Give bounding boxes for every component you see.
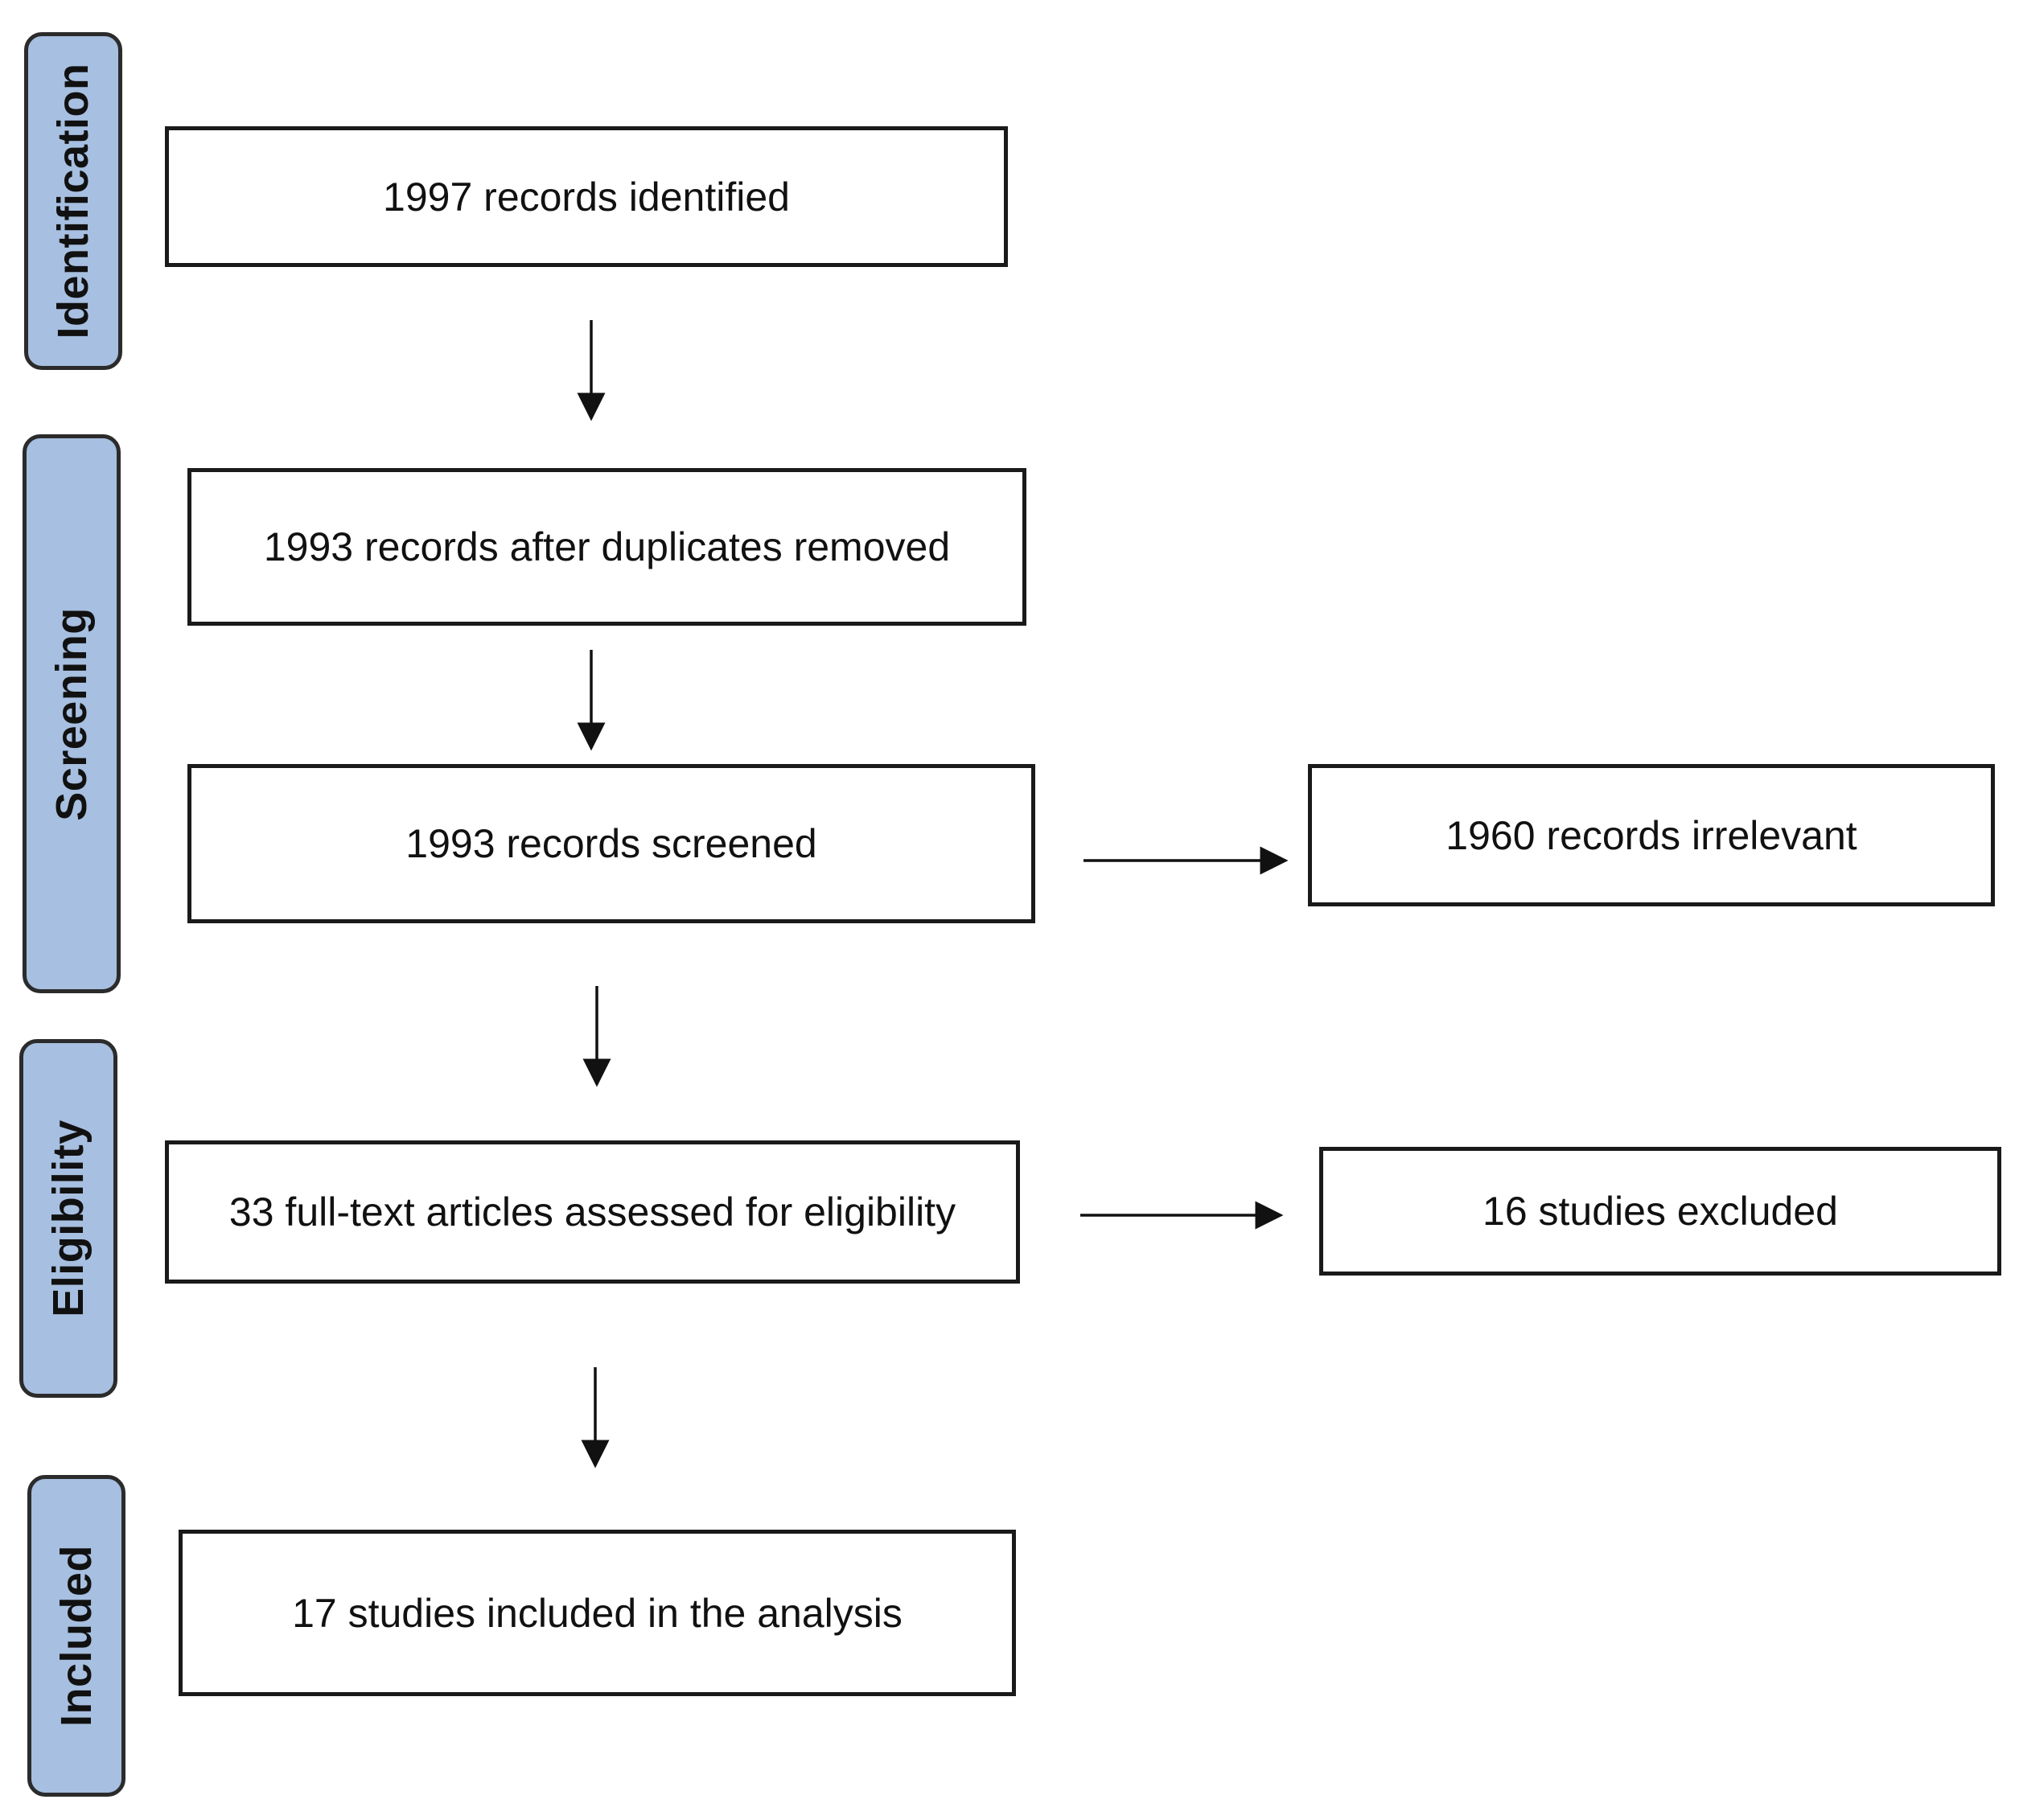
- box-records-irrelevant-text: 1960 records irrelevant: [1445, 812, 1857, 858]
- box-studies-included: 17 studies included in the analysis: [179, 1530, 1016, 1696]
- box-records-screened-text: 1993 records screened: [405, 821, 817, 866]
- box-records-screened: 1993 records screened: [187, 764, 1035, 923]
- stage-eligibility: Eligibility: [19, 1039, 117, 1398]
- box-studies-excluded: 16 studies excluded: [1319, 1147, 2001, 1276]
- box-records-irrelevant: 1960 records irrelevant: [1308, 764, 1995, 906]
- stage-included: Included: [27, 1475, 125, 1797]
- box-records-identified-text: 1997 records identified: [383, 174, 790, 220]
- box-records-identified: 1997 records identified: [165, 126, 1008, 267]
- stage-screening: Screening: [23, 434, 121, 993]
- box-fulltext-assessed: 33 full-text articles assessed for eligi…: [165, 1140, 1020, 1284]
- box-studies-included-text: 17 studies included in the analysis: [292, 1590, 903, 1636]
- box-studies-excluded-text: 16 studies excluded: [1482, 1189, 1838, 1234]
- box-after-duplicates: 1993 records after duplicates removed: [187, 468, 1026, 626]
- box-fulltext-assessed-text: 33 full-text articles assessed for eligi…: [228, 1189, 956, 1235]
- box-after-duplicates-text: 1993 records after duplicates removed: [263, 524, 951, 569]
- stage-identification: Identification: [24, 32, 122, 370]
